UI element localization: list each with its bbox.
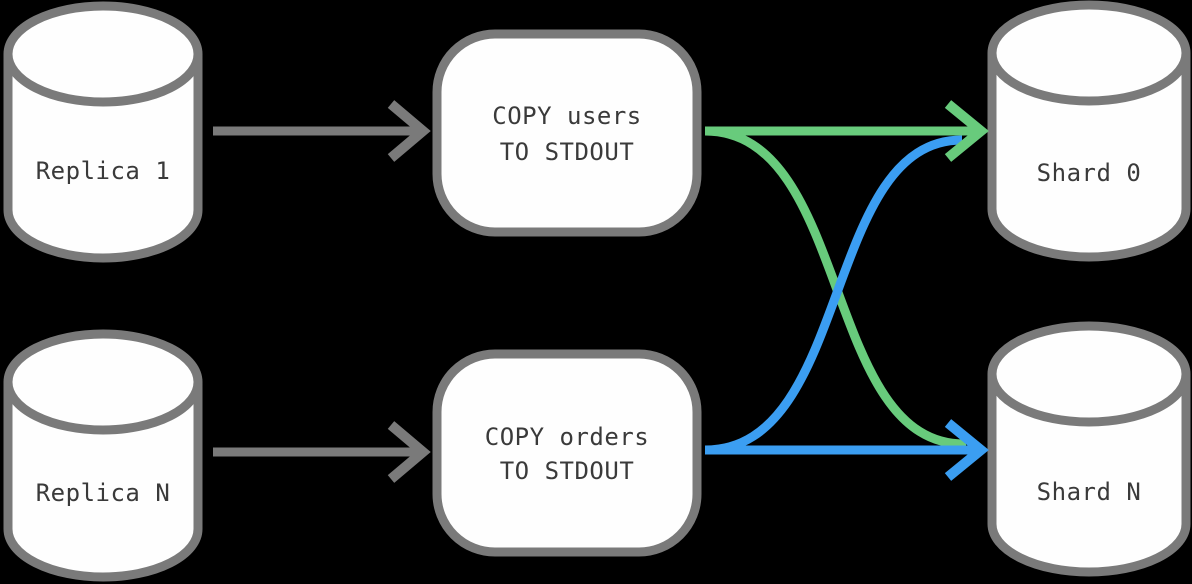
replica-n-cylinder-top [3, 329, 203, 435]
arrow-copy-users-to-shard-0 [705, 100, 989, 162]
blue-arrowhead-icon [944, 419, 989, 481]
shard-0-cylinder [987, 0, 1191, 262]
shard-n-cylinder [987, 321, 1191, 577]
arrow-replica1-to-copy-users [213, 100, 431, 162]
shard-0-label: Shard 0 [1036, 159, 1142, 187]
copy-users-label-line2: TO STDOUT [499, 138, 635, 166]
edge-copy-orders-to-shard-0-curve [704, 135, 963, 455]
shard-0-cylinder-body [987, 53, 1191, 262]
copy-users-label-line1: COPY users [492, 102, 642, 130]
replica-1-cylinder-top [3, 1, 203, 107]
green-arrowhead-icon [944, 100, 989, 162]
arrow-copy-orders-to-shard-n [705, 419, 989, 481]
replica-1-cylinder [3, 1, 203, 263]
replica-1-label: Replica 1 [35, 157, 171, 185]
arrow-replica1-arrowhead-icon [387, 100, 431, 162]
shard-n-cylinder-body [987, 374, 1191, 577]
copy-orders-label-line2: TO STDOUT [499, 457, 635, 485]
replica-1-cylinder-body [3, 54, 203, 263]
copy-orders-box [432, 349, 702, 557]
replica-n-cylinder [3, 329, 203, 582]
shard-n-label: Shard N [1036, 478, 1142, 506]
copy-orders-label-line1: COPY orders [484, 423, 650, 451]
arrow-replican-to-copy-orders [213, 421, 431, 483]
replica-n-cylinder-body [3, 382, 203, 582]
copy-users-box [432, 29, 702, 237]
arrow-replican-arrowhead-icon [387, 421, 431, 483]
replica-n-label: Replica N [35, 479, 171, 507]
shard-n-cylinder-top [987, 321, 1191, 427]
shard-0-cylinder-top [987, 0, 1191, 106]
